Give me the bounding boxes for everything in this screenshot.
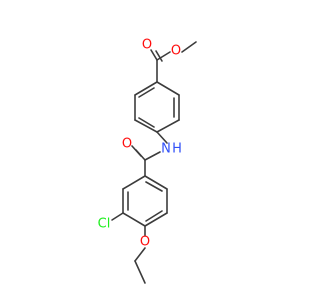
molecule-structure: O O N H O Cl O — [98, 38, 197, 284]
bond — [145, 210, 163, 222]
bond — [156, 51, 171, 61]
ester-carbonyl-oxygen-label: O — [142, 38, 152, 53]
bond — [145, 181, 163, 192]
benzoate-ring — [134, 81, 180, 133]
bond — [134, 119, 158, 133]
bond — [134, 260, 146, 284]
bond — [131, 145, 142, 157]
bond — [134, 247, 146, 262]
bond — [122, 212, 146, 227]
bond — [155, 50, 163, 62]
bond — [111, 212, 124, 221]
bond — [156, 81, 180, 96]
bond — [156, 131, 168, 144]
amide-nitrogen-label: N — [161, 142, 171, 157]
chloro-ethoxy-ring — [122, 175, 168, 227]
bond — [144, 212, 168, 227]
bond — [181, 41, 197, 53]
bond — [138, 87, 155, 98]
bond — [144, 175, 168, 190]
bond — [144, 151, 161, 161]
amide-carbonyl-oxygen-label: O — [122, 137, 132, 152]
ether-oxygen-label: O — [140, 235, 150, 250]
bond — [138, 117, 155, 128]
amide-hydrogen-label: H — [172, 142, 182, 157]
amide-group — [131, 131, 168, 177]
chlorine-label: Cl — [98, 217, 111, 232]
methyl-ester-group — [150, 41, 197, 83]
ring-substituents — [111, 212, 146, 284]
bond — [122, 175, 146, 190]
bond — [134, 81, 158, 96]
bond — [156, 119, 180, 133]
atom-labels: O O N H O Cl O — [98, 38, 182, 250]
bond — [150, 49, 158, 61]
ester-methoxy-oxygen-label: O — [171, 44, 181, 59]
